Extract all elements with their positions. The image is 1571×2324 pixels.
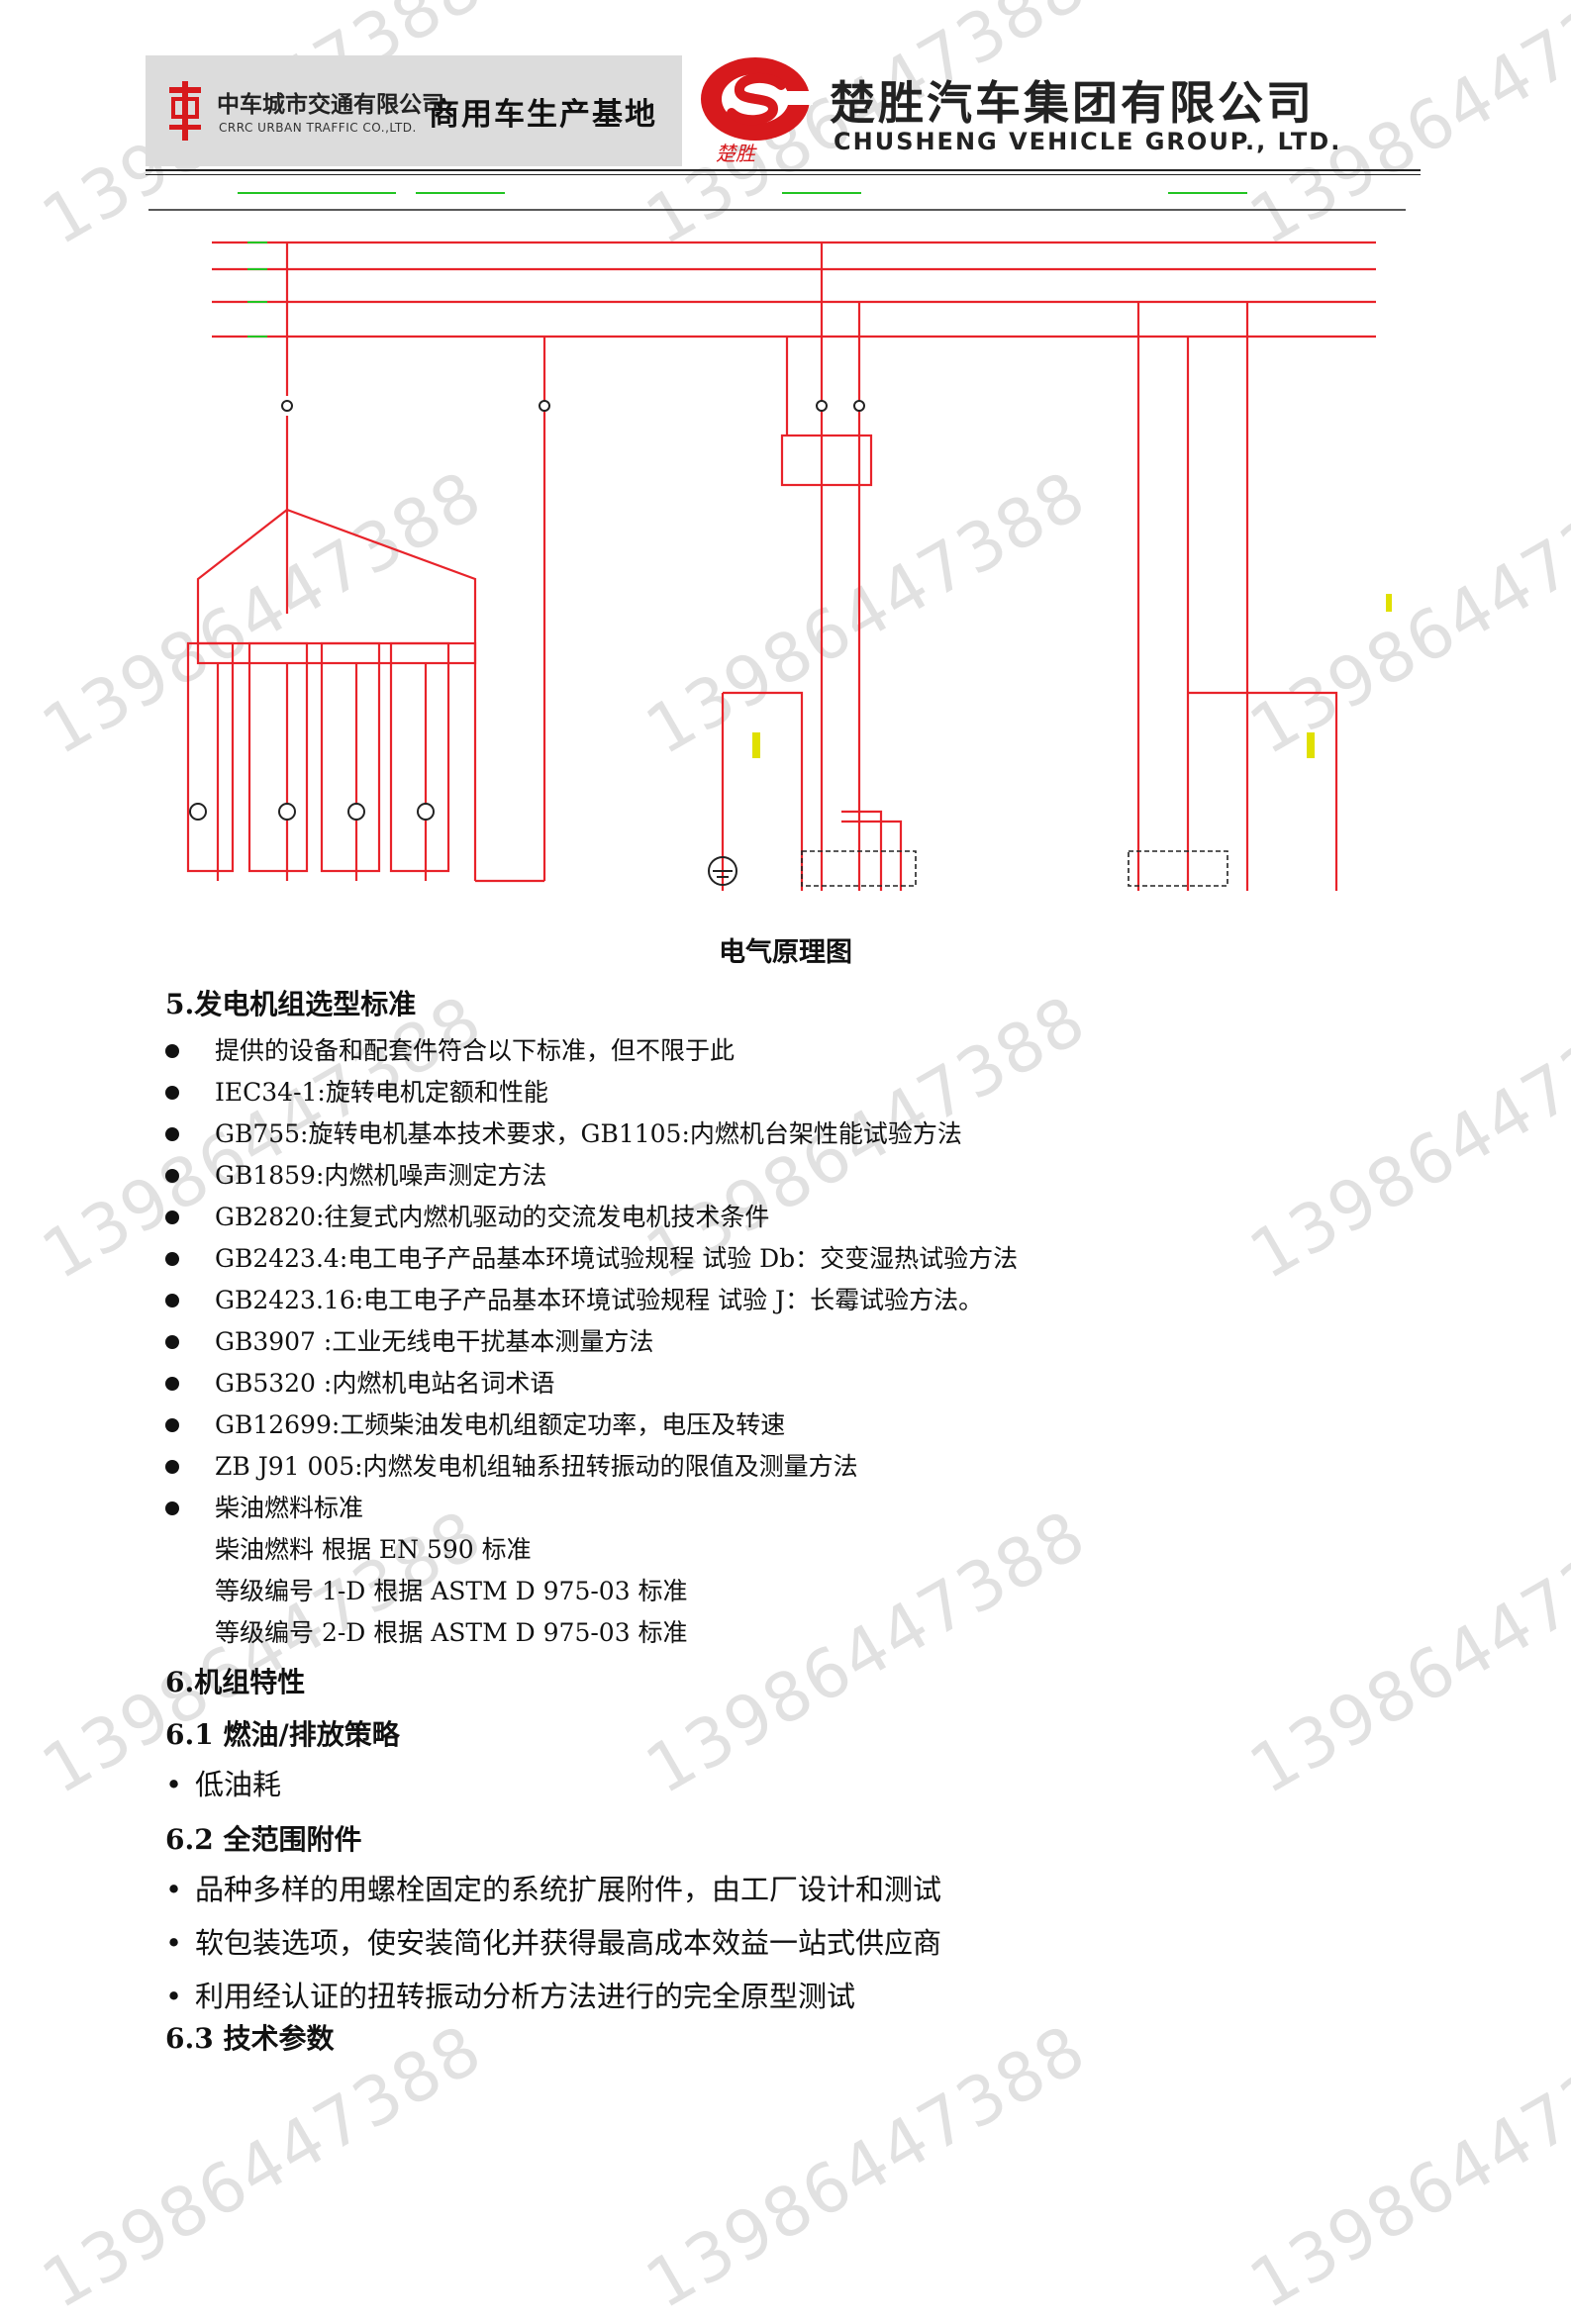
fuel-line: 等级编号 1-D 根据 ASTM D 975-03 标准 bbox=[215, 1577, 688, 1605]
electrical-schematic bbox=[148, 192, 1406, 891]
bullet-icon: • bbox=[165, 1926, 183, 1960]
watermark: 13986447388 bbox=[1237, 1496, 1571, 1810]
bullet-icon: • bbox=[165, 1873, 183, 1906]
section6-2-title: 6.2 全范围附件 bbox=[165, 1823, 362, 1856]
bullet-icon bbox=[165, 1126, 179, 1141]
list-item: 柴油燃料标准 bbox=[165, 1489, 363, 1524]
header-rule-thin bbox=[146, 174, 1421, 175]
section5-title: 5.发电机组选型标准 bbox=[165, 988, 417, 1020]
base-label: 商用车生产基地 bbox=[429, 97, 657, 133]
section6-3-title: 6.3 技术参数 bbox=[165, 2022, 335, 2055]
list-item: •品种多样的用螺栓固定的系统扩展附件，由工厂设计和测试 bbox=[165, 1873, 942, 1906]
bullet-icon bbox=[165, 1168, 179, 1183]
schematic-nodes bbox=[189, 400, 865, 821]
section6-title: 6.机组特性 bbox=[165, 1666, 306, 1698]
bullet-icon bbox=[165, 1417, 179, 1432]
crrc-header-block: 中车城市交通有限公司 CRRC URBAN TRAFFIC CO.,LTD. 商… bbox=[146, 55, 682, 166]
chusheng-logo-icon: 楚胜 bbox=[701, 57, 813, 165]
watermark: 13986447388 bbox=[30, 2010, 496, 2324]
crrc-name-en: CRRC URBAN TRAFFIC CO.,LTD. bbox=[219, 121, 417, 135]
list-item: GB1859:内燃机噪声测定方法 bbox=[165, 1156, 546, 1192]
watermark: 13986447388 bbox=[1237, 2010, 1571, 2324]
list-item: GB755:旋转电机基本技术要求，GB1105:内燃机台架性能试验方法 bbox=[165, 1114, 962, 1150]
bullet-icon bbox=[165, 1293, 179, 1307]
bullet-icon bbox=[165, 1376, 179, 1391]
watermark: 13986447388 bbox=[634, 2010, 1100, 2324]
bullet-icon bbox=[165, 1210, 179, 1224]
section6-1-title: 6.1 燃油/排放策略 bbox=[165, 1718, 400, 1751]
bullet-icon bbox=[165, 1251, 179, 1266]
fuel-line: 等级编号 2-D 根据 ASTM D 975-03 标准 bbox=[215, 1618, 688, 1647]
bullet-icon bbox=[165, 1043, 179, 1058]
watermark: 13986447388 bbox=[1237, 981, 1571, 1296]
list-item: •软包装选项，使安装简化并获得最高成本效益一站式供应商 bbox=[165, 1926, 942, 1960]
list-item: GB5320 :内燃机电站名词术语 bbox=[165, 1364, 554, 1400]
chusheng-name-cn: 楚胜汽车集团有限公司 bbox=[830, 76, 1315, 130]
chusheng-name-en: CHUSHENG VEHICLE GROUP., LTD. bbox=[834, 128, 1342, 155]
schematic-wiring bbox=[186, 241, 1376, 891]
chusheng-seal: 楚胜 bbox=[716, 142, 757, 165]
diagram-caption: 电气原理图 bbox=[719, 937, 852, 968]
bullet-icon bbox=[165, 1501, 179, 1515]
watermark: 13986447388 bbox=[634, 1496, 1100, 1810]
list-item: GB3907 :工业无线电干扰基本测量方法 bbox=[165, 1322, 653, 1358]
bullet-icon bbox=[165, 1334, 179, 1349]
crrc-logo-icon bbox=[169, 81, 201, 141]
list-item: 提供的设备和配套件符合以下标准，但不限于此 bbox=[165, 1031, 735, 1067]
list-item: GB2423.16:电工电子产品基本环境试验规程 试验 J：长霉试验方法。 bbox=[165, 1281, 983, 1316]
schematic-yellow-markers bbox=[752, 594, 1392, 758]
bullet-icon bbox=[165, 1085, 179, 1100]
bullet-icon: • bbox=[165, 1980, 183, 2013]
list-item: •低油耗 bbox=[165, 1768, 282, 1801]
list-item: GB2423.4:电工电子产品基本环境试验规程 试验 Db：交变湿热试验方法 bbox=[165, 1239, 1018, 1275]
fuel-line: 柴油燃料 根据 EN 590 标准 bbox=[215, 1535, 532, 1564]
crrc-name-cn: 中车城市交通有限公司 bbox=[217, 92, 444, 118]
list-item: GB12699:工频柴油发电机组额定功率，电压及转速 bbox=[165, 1405, 785, 1441]
ground-icon bbox=[708, 856, 737, 886]
list-item: IEC34-1:旋转电机定额和性能 bbox=[165, 1073, 548, 1109]
terminal-boxes bbox=[801, 850, 1228, 887]
bullet-icon: • bbox=[165, 1768, 183, 1801]
list-item: ZB J91 005:内燃发电机组轴系扭转振动的限值及测量方法 bbox=[165, 1447, 858, 1483]
schematic-green-tags bbox=[238, 192, 1247, 338]
header-rule bbox=[146, 169, 1421, 171]
list-item: •利用经认证的扭转振动分析方法进行的完全原型测试 bbox=[165, 1980, 856, 2013]
list-item: GB2820:往复式内燃机驱动的交流发电机技术条件 bbox=[165, 1198, 769, 1233]
bullet-icon bbox=[165, 1459, 179, 1474]
